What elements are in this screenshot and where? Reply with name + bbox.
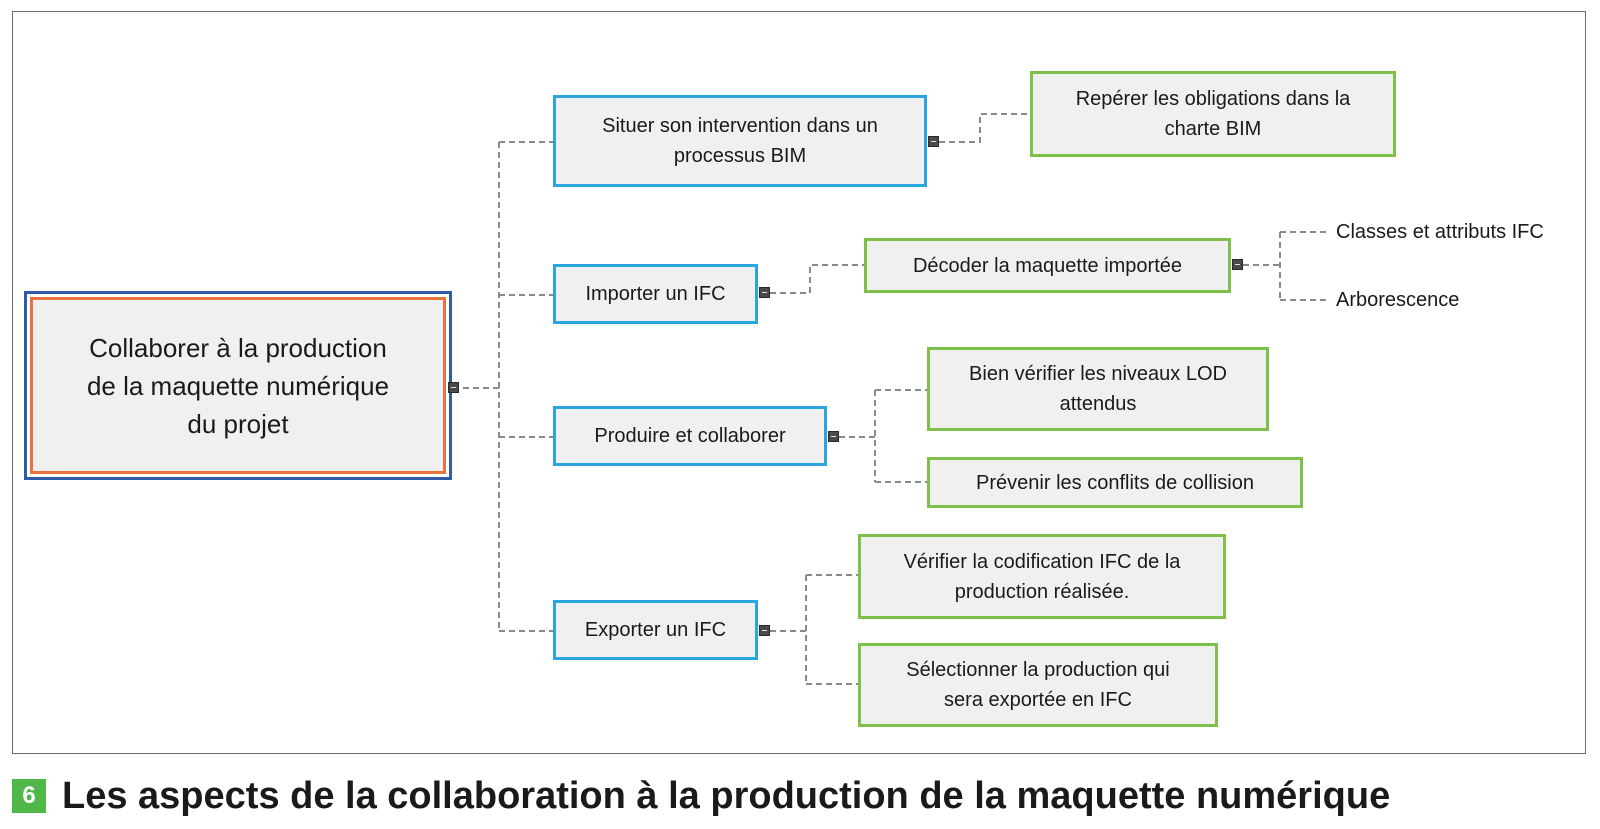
branch-node-situer[interactable]: Situer son intervention dans un processu…: [553, 95, 927, 187]
collapse-toggle-icon[interactable]: [828, 431, 839, 442]
subleaf-classes[interactable]: Classes et attributs IFC: [1336, 221, 1544, 243]
subleaf-arborescence[interactable]: Arborescence: [1336, 289, 1460, 311]
figure-number-badge: 6: [12, 779, 46, 813]
leaf-node-reperer[interactable]: Repérer les obligations dans la charte B…: [1030, 71, 1396, 157]
branch-node-exporter[interactable]: Exporter un IFC: [553, 600, 758, 660]
root-node[interactable]: Collaborer à la production de la maquett…: [24, 291, 452, 480]
link-leaf-2: [770, 264, 864, 294]
leaf-node-decoder[interactable]: Décoder la maquette importée: [864, 238, 1231, 293]
figure-caption: 6 Les aspects de la collaboration à la p…: [12, 772, 1390, 820]
link-leaf-1: [939, 113, 1030, 143]
collapse-toggle-icon[interactable]: [1232, 259, 1243, 270]
leaf-node-selectionner[interactable]: Sélectionner la production qui sera expo…: [858, 643, 1218, 727]
collapse-toggle-icon[interactable]: [448, 382, 459, 393]
collapse-toggle-icon[interactable]: [928, 136, 939, 147]
figure-caption-text: Les aspects de la collaboration à la pro…: [62, 774, 1391, 817]
branch-node-produire[interactable]: Produire et collaborer: [553, 406, 827, 466]
collapse-toggle-icon[interactable]: [759, 287, 770, 298]
leaf-node-conflits[interactable]: Prévenir les conflits de collision: [927, 457, 1303, 508]
collapse-toggle-icon[interactable]: [759, 625, 770, 636]
branch-node-importer[interactable]: Importer un IFC: [553, 264, 758, 324]
leaf-node-codification[interactable]: Vérifier la codification IFC de la produ…: [858, 534, 1226, 619]
leaf-node-lod[interactable]: Bien vérifier les niveaux LOD attendus: [927, 347, 1269, 431]
